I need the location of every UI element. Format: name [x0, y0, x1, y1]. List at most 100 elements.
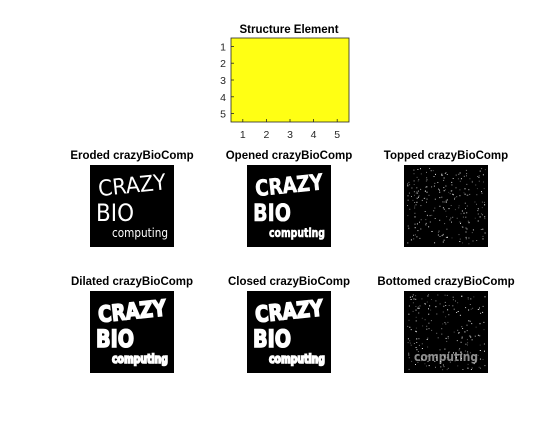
speckle [443, 366, 445, 368]
speckle [420, 188, 422, 190]
y-tick-label: 5 [220, 109, 226, 121]
speckle [409, 326, 411, 328]
speckle [478, 366, 480, 368]
speckle [445, 210, 447, 212]
speckle [461, 296, 463, 297]
speckle [462, 226, 464, 228]
speckle [468, 309, 470, 311]
speckle [456, 312, 458, 313]
speckle [460, 341, 462, 343]
speckle [442, 323, 444, 325]
speckle [425, 186, 427, 188]
speckle [482, 235, 484, 237]
speckle [463, 212, 465, 214]
speckle [407, 225, 409, 227]
topped-panel: Topped crazyBioComp [384, 150, 508, 247]
speckle [426, 201, 427, 203]
speckle [441, 235, 443, 237]
speckle [457, 178, 459, 180]
speckle [452, 299, 454, 301]
speckle [443, 179, 445, 181]
speckle [445, 185, 447, 187]
speckle [471, 323, 473, 325]
speckle [482, 359, 484, 360]
speckle [468, 222, 470, 224]
y-tick-label: 4 [220, 92, 226, 104]
speckle [414, 212, 416, 214]
speckle [421, 317, 423, 319]
speckle [426, 177, 428, 179]
speckle [417, 307, 419, 309]
speckle [466, 183, 468, 185]
speckle [439, 349, 441, 351]
speckle [472, 240, 474, 242]
speckle [417, 361, 419, 363]
speckle [433, 185, 435, 187]
word-computing: computing [112, 226, 168, 240]
speckle [470, 336, 472, 338]
speckle [477, 309, 479, 310]
speckle [409, 208, 411, 210]
speckle [416, 187, 418, 189]
bottomed-image: computing [404, 291, 488, 373]
speckle [428, 322, 430, 324]
speckle [449, 193, 451, 195]
speckle [465, 227, 467, 229]
speckle [471, 367, 473, 369]
speckle [446, 216, 448, 218]
speckle [468, 243, 470, 245]
speckle [456, 340, 458, 342]
speckle [430, 320, 432, 322]
speckle [445, 201, 447, 203]
speckle [467, 353, 469, 355]
image-background [404, 165, 488, 247]
speckle [420, 219, 422, 221]
speckle [444, 173, 446, 174]
speckle [458, 221, 460, 223]
speckle [414, 223, 416, 225]
speckle [467, 194, 469, 196]
word-bio: BIO [96, 199, 134, 227]
speckle [437, 294, 439, 296]
speckle [409, 340, 411, 342]
speckle [414, 202, 416, 203]
speckle [461, 353, 463, 355]
speckle [474, 217, 476, 219]
speckle [434, 182, 436, 184]
speckle [465, 343, 467, 345]
speckle [428, 308, 429, 310]
speckle [421, 298, 423, 300]
speckle [462, 328, 464, 329]
speckle [429, 215, 431, 217]
word-computing: computing [112, 352, 168, 366]
speckle [454, 209, 456, 211]
speckle [447, 367, 449, 369]
speckle [444, 294, 446, 296]
speckle [408, 313, 410, 315]
x-tick-label: 5 [334, 129, 340, 141]
speckle [439, 197, 441, 199]
speckle [466, 330, 468, 332]
speckle [454, 198, 455, 200]
speckle [438, 188, 439, 190]
speckle [421, 359, 423, 360]
speckle [421, 358, 423, 360]
speckle [411, 196, 412, 197]
speckle [455, 187, 457, 189]
speckle [453, 308, 455, 310]
speckle [451, 181, 453, 183]
image-background [247, 165, 331, 247]
speckle [478, 175, 480, 177]
speckle [408, 181, 410, 183]
speckle [477, 334, 479, 336]
speckle [413, 234, 415, 236]
speckle [479, 367, 481, 369]
speckle [413, 180, 415, 182]
speckle [455, 300, 456, 302]
speckle [479, 358, 481, 360]
speckle [441, 196, 443, 198]
speckle [442, 207, 444, 209]
